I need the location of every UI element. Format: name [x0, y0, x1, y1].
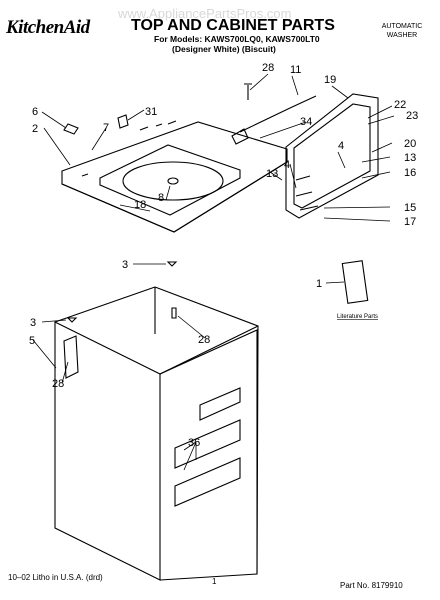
callout-31: 31 — [145, 106, 157, 118]
cabinet-back-left — [54, 286, 156, 323]
literature-parts-box — [341, 260, 369, 304]
hinge-pins — [295, 175, 319, 211]
callout-22: 22 — [394, 99, 406, 111]
callout-13-lower: 13 — [266, 168, 278, 180]
callout-3-left: 3 — [30, 317, 36, 329]
callout-16: 16 — [404, 167, 416, 179]
leader-lines — [32, 73, 395, 471]
callout-36: 36 — [188, 437, 200, 449]
cabinet-back-edge — [154, 286, 259, 575]
callout-17: 17 — [404, 216, 416, 228]
callout-8: 8 — [158, 192, 164, 204]
watermark: www.AppliancePartsPros.com — [118, 6, 292, 21]
callout-13-upper: 13 — [404, 152, 416, 164]
agitator-cap — [167, 177, 179, 185]
model-variants: (Designer White) (Biscuit) — [172, 44, 276, 54]
callout-11: 11 — [290, 64, 301, 76]
lid-inner — [293, 103, 371, 209]
screw-3b — [66, 317, 78, 323]
clip-31 — [117, 114, 129, 129]
lid — [285, 93, 379, 219]
page-title: TOP AND CABINET PARTS — [131, 17, 335, 34]
callout-28-top: 28 — [262, 62, 274, 74]
callout-5: 5 — [29, 335, 35, 347]
callout-19: 19 — [324, 74, 336, 86]
callout-6: 6 — [32, 106, 38, 118]
callout-18: 18 — [134, 199, 146, 211]
switch-bracket — [231, 128, 249, 145]
top-panel-front-edge — [61, 161, 288, 233]
callout-23: 23 — [406, 110, 418, 122]
callout-1: 1 — [316, 278, 322, 290]
lid-opening — [99, 144, 241, 216]
footer-part-number: Part No. 8179910 — [340, 581, 403, 590]
product-type-line1: AUTOMATIC — [381, 23, 423, 30]
callout-15: 15 — [404, 202, 416, 214]
cabinet-front — [54, 321, 161, 581]
product-type: AUTOMATIC WASHER — [372, 22, 432, 40]
callout-20: 20 — [404, 138, 416, 150]
callout-34: 34 — [300, 116, 312, 128]
screw-28b — [171, 307, 177, 319]
callout-28-bottom: 28 — [52, 378, 64, 390]
product-type-line2: WASHER — [386, 32, 418, 39]
cabinet-cutout-2 — [174, 457, 241, 507]
footer-litho: 10–02 Litho in U.S.A. (drd) — [8, 573, 103, 582]
lid-hinge-rod — [239, 95, 317, 133]
top-panel — [61, 121, 288, 233]
cabinet-handle-left — [63, 335, 79, 379]
top-panel-slots — [81, 120, 177, 177]
callout-2: 2 — [32, 123, 38, 135]
callout-7: 7 — [103, 122, 109, 134]
tub-ring — [122, 161, 224, 201]
model-list: For Models: KAWS700LQ0, KAWS700LT0 — [154, 34, 320, 44]
callout-4-lower: 4 — [284, 159, 290, 171]
brand-logo: KitchenAid — [6, 17, 90, 38]
callout-28-middle: 28 — [198, 334, 210, 346]
footer-page-number: 1 — [212, 577, 217, 586]
screw-28-top — [244, 83, 252, 100]
callout-4-upper: 4 — [338, 140, 344, 152]
washer-6 — [63, 123, 79, 135]
callout-3-top: 3 — [122, 259, 128, 271]
cabinet-side — [159, 329, 258, 581]
literature-parts-label: Literature Parts — [337, 314, 378, 320]
cabinet-cutout-1 — [174, 419, 241, 469]
screw-3a — [166, 261, 178, 267]
cabinet-cutout-3 — [199, 387, 241, 421]
